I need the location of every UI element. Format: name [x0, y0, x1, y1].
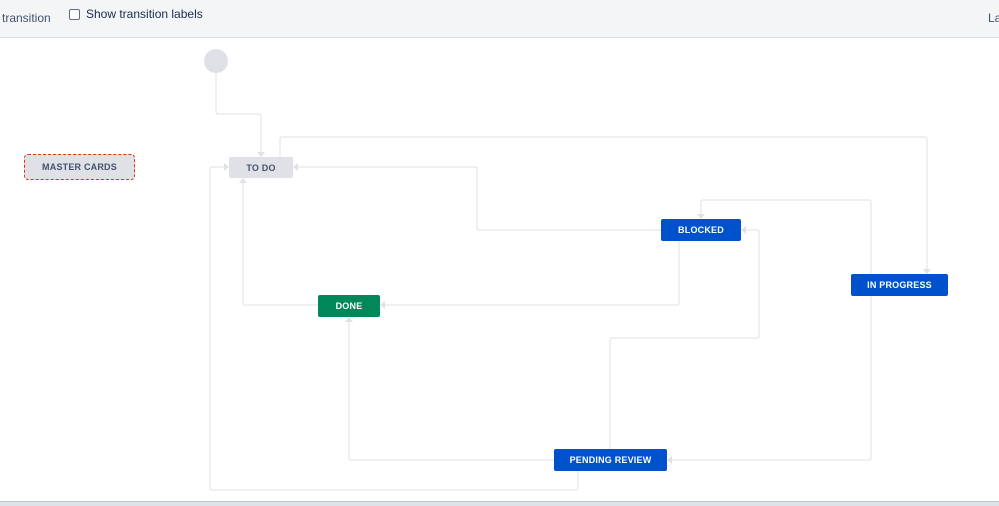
status-in-progress-label: IN PROGRESS — [867, 280, 932, 290]
workflow-start-node[interactable] — [204, 49, 228, 73]
transition-inprogress-to-blocked — [700, 199, 872, 274]
show-transition-labels-label: Show transition labels — [86, 7, 203, 21]
arrowhead — [224, 163, 229, 171]
transition-blocked-to-todo — [298, 166, 661, 231]
arrowhead — [257, 152, 265, 157]
status-in-progress[interactable]: IN PROGRESS — [851, 274, 948, 296]
transition-pending-to-blocked — [609, 229, 760, 449]
arrowhead — [293, 163, 298, 171]
status-pending-review[interactable]: PENDING REVIEW — [554, 449, 667, 471]
transition-done-to-todo — [242, 183, 318, 306]
arrowhead — [667, 456, 672, 464]
arrowhead — [380, 301, 385, 309]
transition-pending-to-done — [348, 322, 554, 461]
status-pending-review-label: PENDING REVIEW — [569, 455, 652, 465]
status-todo[interactable]: TO DO — [229, 157, 293, 178]
transition-pending-to-todo — [209, 166, 579, 491]
arrowhead — [345, 317, 353, 322]
add-transition-link[interactable]: l transition — [0, 11, 51, 25]
show-transition-labels-toggle[interactable]: Show transition labels — [69, 7, 203, 21]
arrowhead — [923, 269, 931, 274]
arrowhead — [741, 226, 746, 234]
status-done-label: DONE — [335, 301, 363, 311]
horizontal-scrollbar[interactable] — [0, 501, 999, 506]
status-master-cards-label: MASTER CARDS — [42, 162, 117, 172]
last-edited-text: Las — [988, 11, 999, 25]
arrowhead — [697, 214, 705, 219]
transition-start-to-todo — [215, 73, 262, 152]
status-todo-label: TO DO — [246, 162, 276, 173]
transition-blocked-to-done — [385, 241, 680, 306]
transition-inprogress-to-pending — [672, 296, 872, 461]
status-blocked[interactable]: BLOCKED — [661, 219, 741, 241]
status-master-cards[interactable]: MASTER CARDS — [24, 154, 135, 180]
arrowhead — [239, 178, 247, 183]
status-done[interactable]: DONE — [318, 295, 380, 317]
status-blocked-label: BLOCKED — [678, 225, 724, 235]
workflow-toolbar: l transition Show transition labels Las — [0, 0, 999, 38]
transition-todo-to-inprogress — [279, 136, 928, 269]
show-transition-labels-checkbox[interactable] — [69, 8, 80, 20]
